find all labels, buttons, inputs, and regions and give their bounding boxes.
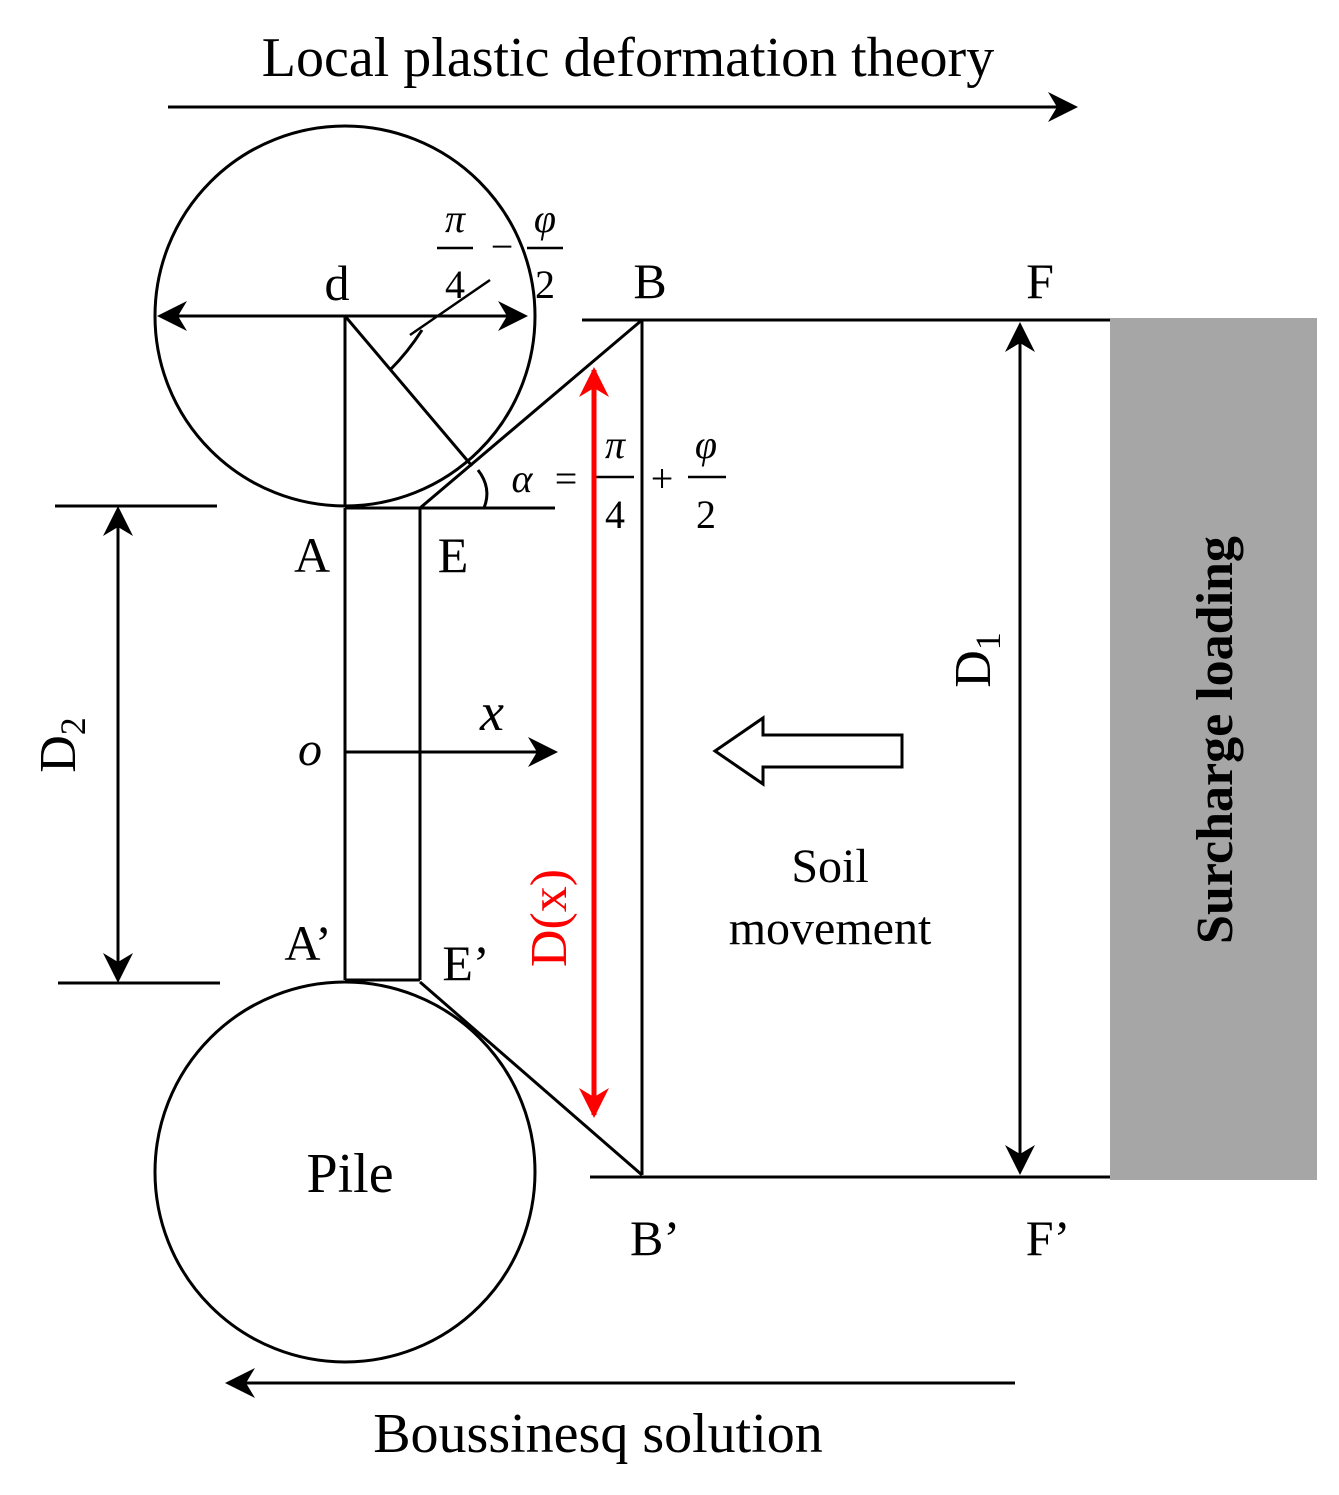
alpha-arc [476,469,489,509]
surcharge-block [1110,318,1317,1180]
surcharge-label: Surcharge loading [1187,536,1244,944]
bottom-arrow-label: Boussinesq solution [373,1403,823,1465]
soil-movement-line2: movement [729,902,932,955]
alpha-phi: φ [695,422,717,467]
angle-label-top: π 4 − φ 2 [437,196,563,307]
angle-four: 4 [445,262,465,307]
label-B: B [633,253,666,309]
label-E-prime: E’ [442,935,489,991]
angle-two: 2 [535,262,555,307]
angle-minus: − [491,224,514,269]
label-D2: D2 [30,717,93,773]
label-D1: D1 [945,632,1008,688]
line-E-prime-B-prime [419,980,643,1177]
alpha-equals: = [555,456,578,501]
soil-movement-line1: Soil [791,840,868,893]
label-D1-main: D [945,650,1002,688]
top-arrow-label: Local plastic deformation theory [262,27,994,89]
label-F: F [1026,253,1054,309]
angle-phi: φ [534,196,556,241]
label-origin: o [298,723,322,776]
label-A-prime: A’ [284,915,331,971]
label-d: d [325,255,350,311]
alpha-pi: π [605,422,626,467]
alpha-four: 4 [605,492,625,537]
alpha-label: α = π 4 + φ 2 [512,422,726,537]
line-BE [419,318,643,510]
label-E: E [438,527,469,583]
label-B-prime: B’ [630,1210,680,1266]
pile-label: Pile [306,1143,393,1205]
angle-pointer [409,278,491,337]
alpha-symbol: α [512,456,534,501]
label-x: x [479,682,504,742]
lower-pile-circle [153,980,537,1364]
label-D2-main: D [30,735,87,773]
label-Dx: D(x) [521,869,578,967]
alpha-plus: + [651,456,674,501]
center-diagonal-line [343,315,474,467]
label-D2-sub: 2 [53,717,93,735]
label-A: A [294,527,330,583]
angle-arc-center [388,329,424,372]
label-F-prime: F’ [1026,1210,1070,1266]
alpha-two: 2 [696,492,716,537]
angle-pi: π [445,196,466,241]
label-D1-sub: 1 [968,632,1008,650]
soil-movement-arrow [712,715,904,787]
